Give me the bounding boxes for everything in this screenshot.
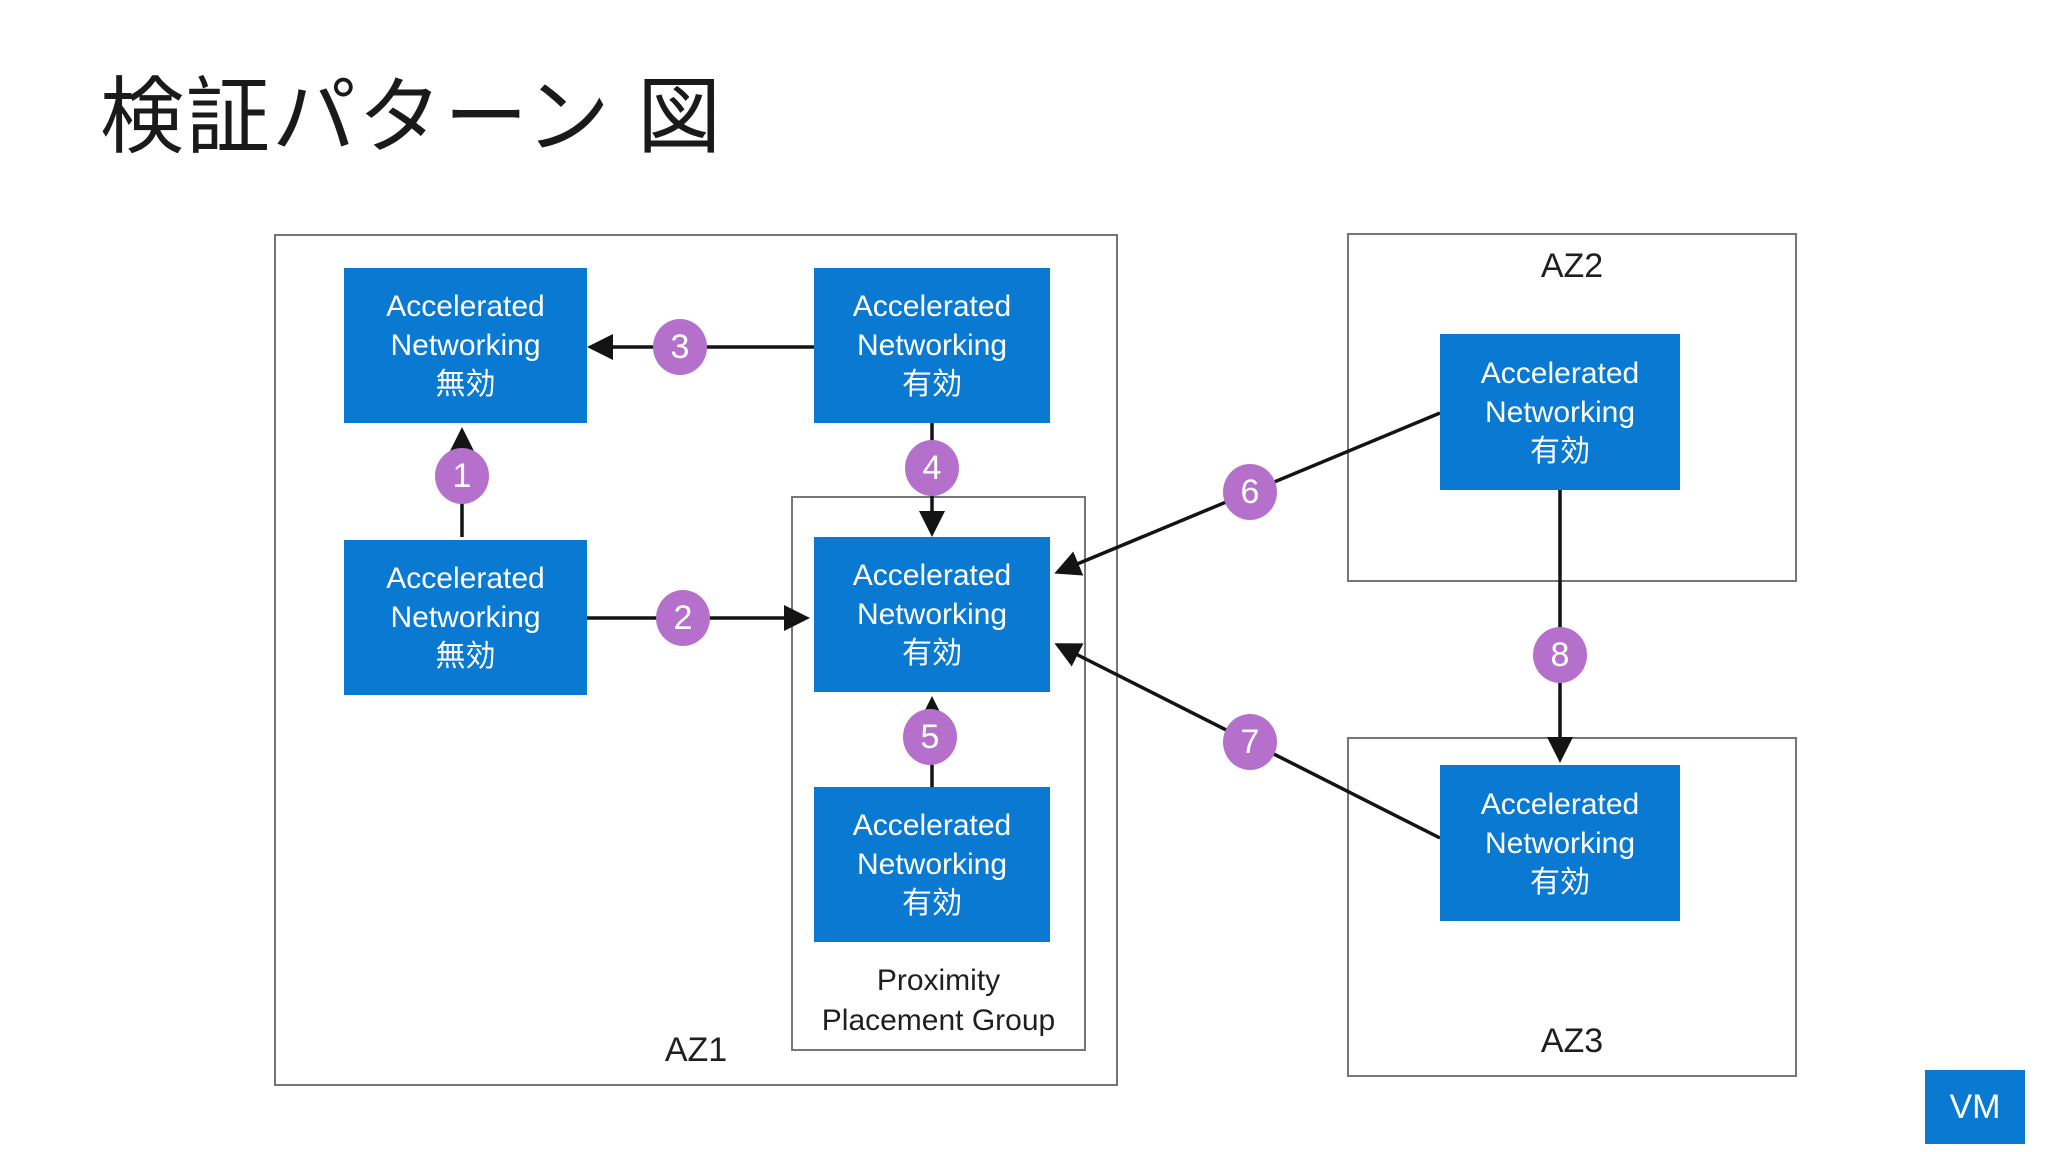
vm-text-line1: Accelerated [852,290,1012,323]
vm-text-line1: Accelerated [1480,787,1640,821]
connection-badge-8: 8 [1533,627,1587,683]
connection-badge-1: 1 [435,448,489,504]
vm-text-line2: Networking [1484,826,1636,860]
vm-text-line2: Networking [856,848,1008,881]
vm-text-line1: Accelerated [1480,356,1640,390]
zone-az2: AZ2 [1347,233,1797,582]
vm-box-ppg-middle: Accelerated Networking 有効 [814,537,1050,692]
vm-text-line2: Networking [390,601,541,634]
vm-box-az1-bottom-left: Accelerated Networking 無効 [344,540,587,695]
connection-badge-5: 5 [903,709,957,765]
zone-az2-label: AZ2 [1540,247,1604,285]
vm-text-line3: 有効 [902,637,962,670]
vm-box-az1-top-left: Accelerated Networking 無効 [344,268,587,423]
vm-text-line3: 有効 [1530,865,1590,899]
connection-badge-3: 3 [653,319,707,375]
vm-box-ppg-bottom: Accelerated Networking 有効 [814,787,1050,942]
connection-badge-6: 6 [1223,464,1277,520]
ppg-label: Proximity Placement Group [793,961,1084,1041]
page-title: 検証パターン 図 [100,70,724,164]
connection-badge-4: 4 [905,440,959,496]
vm-box-az1-top-right: Accelerated Networking 有効 [814,268,1050,423]
vm-text-line3: 有効 [902,368,962,401]
zone-az1-label: AZ1 [664,1031,728,1069]
ppg-label-line1: Proximity [876,964,1001,997]
vm-text-line2: Networking [1484,395,1636,429]
vm-text-line3: 有効 [1530,434,1590,468]
vm-text-line2: Networking [856,598,1008,631]
zone-proximity-placement-group: Proximity Placement Group [791,496,1086,1051]
vm-text-line1: Accelerated [852,809,1012,842]
vm-text-line3: 無効 [435,368,496,401]
connection-badge-2: 2 [656,590,710,646]
vm-text-line2: Networking [390,329,541,362]
zone-az3-label: AZ3 [1540,1022,1604,1060]
vm-text-line1: Accelerated [386,290,545,323]
vm-legend-box: VM [1925,1070,2025,1144]
vm-text-line1: Accelerated [386,562,545,595]
vm-box-az2: Accelerated Networking 有効 [1440,334,1680,490]
vm-text-line3: 有効 [902,887,962,920]
vm-text-line1: Accelerated [852,559,1012,592]
connection-badge-7: 7 [1223,714,1277,770]
ppg-label-line2: Placement Group [821,1004,1056,1037]
vm-text-line3: 無効 [435,640,496,673]
vm-box-az3: Accelerated Networking 有効 [1440,765,1680,921]
vm-text-line2: Networking [856,329,1008,362]
